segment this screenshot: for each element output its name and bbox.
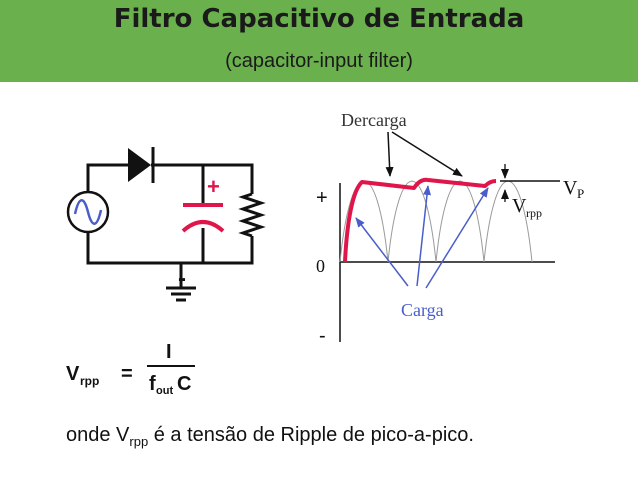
wire-left-top xyxy=(86,163,128,191)
axis-minus-label: - xyxy=(319,325,326,347)
charge-arrow-1 xyxy=(355,217,409,287)
ripple-formula: V rpp = I f out C xyxy=(66,341,195,397)
discharge-arrow-1 xyxy=(385,131,394,177)
output-ripple-waveform xyxy=(343,177,497,263)
footnote-sub: rpp xyxy=(129,434,149,449)
footnote-prefix: onde V xyxy=(66,424,130,446)
footnote-suffix: é a tensão de Ripple de pico-a-pico. xyxy=(148,424,474,446)
resistor-icon xyxy=(238,192,266,238)
wires xyxy=(86,163,254,287)
title-banner xyxy=(0,0,638,82)
page-subtitle: (capacitor-input filter) xyxy=(225,50,413,72)
formula-equals: = xyxy=(121,363,133,385)
axis-zero-label: 0 xyxy=(316,256,325,276)
charge-arrow-2 xyxy=(416,185,431,287)
waveform: Dercarga Carga V P V rpp + 0 - xyxy=(316,110,584,347)
formula-den-f: f xyxy=(149,373,156,395)
circuit: + - xyxy=(66,147,266,302)
capacitor-plus-label: + xyxy=(207,174,220,199)
rectified-halfwaves xyxy=(339,180,533,263)
discharge-arrow-2 xyxy=(391,131,463,177)
vp-label-sub: P xyxy=(577,186,584,201)
formula-den-sub: out xyxy=(156,385,173,397)
wire-bottom xyxy=(86,233,254,265)
capacitor-icon xyxy=(181,203,225,233)
footnote: onde Vrpp é a tensão de Ripple de pico-a… xyxy=(66,424,474,449)
vrpp-label-main: V xyxy=(512,195,527,217)
charge-label: Carga xyxy=(401,300,444,320)
formula-lhs-sub: rpp xyxy=(80,374,99,388)
axis-plus-label: + xyxy=(316,187,328,209)
vp-label-main: V xyxy=(563,177,578,199)
formula-den-c: C xyxy=(177,373,191,395)
wire-top xyxy=(151,163,254,194)
discharge-label: Dercarga xyxy=(341,110,407,130)
ground-icon xyxy=(166,286,196,302)
diode-icon xyxy=(128,147,155,183)
ac-source-icon xyxy=(66,190,110,234)
charge-arrow-3 xyxy=(425,187,489,289)
vrpp-label-sub: rpp xyxy=(526,206,542,220)
formula-lhs-main: V xyxy=(66,363,80,385)
formula-numerator: I xyxy=(166,341,172,363)
capacitor-minus-label: - xyxy=(178,265,186,292)
page-title: Filtro Capacitivo de Entrada xyxy=(113,4,525,34)
